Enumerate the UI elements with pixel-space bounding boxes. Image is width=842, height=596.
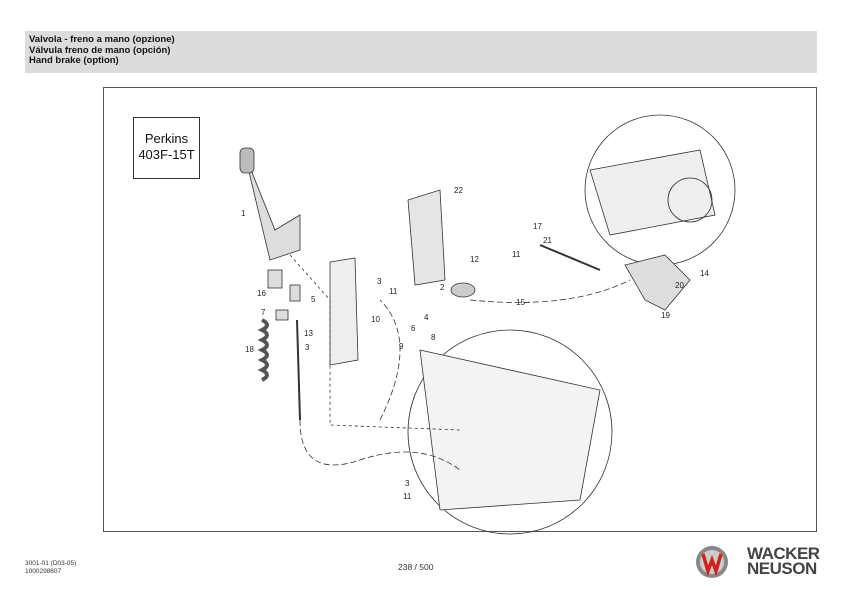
callout: 6 xyxy=(411,324,416,333)
doc-code: 3001-01 (D03-05) xyxy=(25,560,77,567)
callout: 11 xyxy=(512,250,521,259)
callout: 16 xyxy=(257,289,266,298)
engine-brand: Perkins xyxy=(144,131,189,146)
part-number: 1000298607 xyxy=(25,567,62,575)
callout: 22 xyxy=(454,186,463,195)
footer-doc-info: 3001-01 (D03-05) 1000298607 xyxy=(25,560,76,575)
callout: 12 xyxy=(470,255,479,264)
callout: 8 xyxy=(431,333,436,342)
callout: 11 xyxy=(403,492,412,501)
callout: 10 xyxy=(371,315,380,324)
detail-circle-frame xyxy=(407,329,613,535)
title-italian: Valvola - freno a mano (opzione) xyxy=(29,34,175,45)
engine-model-box: Perkins 403F-15T xyxy=(133,117,200,179)
callout: 9 xyxy=(399,342,404,351)
callout: 14 xyxy=(700,269,709,278)
title-english: Hand brake (option) xyxy=(29,55,119,66)
callout: 15 xyxy=(516,298,525,307)
brand-line-1: WACKER xyxy=(747,544,820,563)
callout: 2 xyxy=(440,283,445,292)
callout: 13 xyxy=(304,329,313,338)
callout: 11 xyxy=(389,287,398,296)
page-header: Valvola - freno a mano (opzione) Válvula… xyxy=(25,31,817,73)
callout: 7 xyxy=(261,308,266,317)
brand-line-2: NEUSON xyxy=(747,559,817,578)
callout: 19 xyxy=(661,311,670,320)
callout: 1 xyxy=(241,209,246,218)
callout: 4 xyxy=(424,313,429,322)
diagram-frame xyxy=(103,87,817,532)
engine-model: 403F-15T xyxy=(138,147,195,162)
callout: 18 xyxy=(245,345,254,354)
callout: 17 xyxy=(533,222,542,231)
callout: 3 xyxy=(377,277,382,286)
callout: 3 xyxy=(305,343,310,352)
callout: 21 xyxy=(543,236,552,245)
brand-wordmark: WACKER NEUSON xyxy=(747,544,820,578)
callout: 20 xyxy=(675,281,684,290)
title-spanish: Válvula freno de mano (opción) xyxy=(29,44,171,56)
page-number: 238 / 500 xyxy=(398,562,434,572)
callout: 5 xyxy=(311,295,316,304)
callout: 3 xyxy=(405,479,410,488)
